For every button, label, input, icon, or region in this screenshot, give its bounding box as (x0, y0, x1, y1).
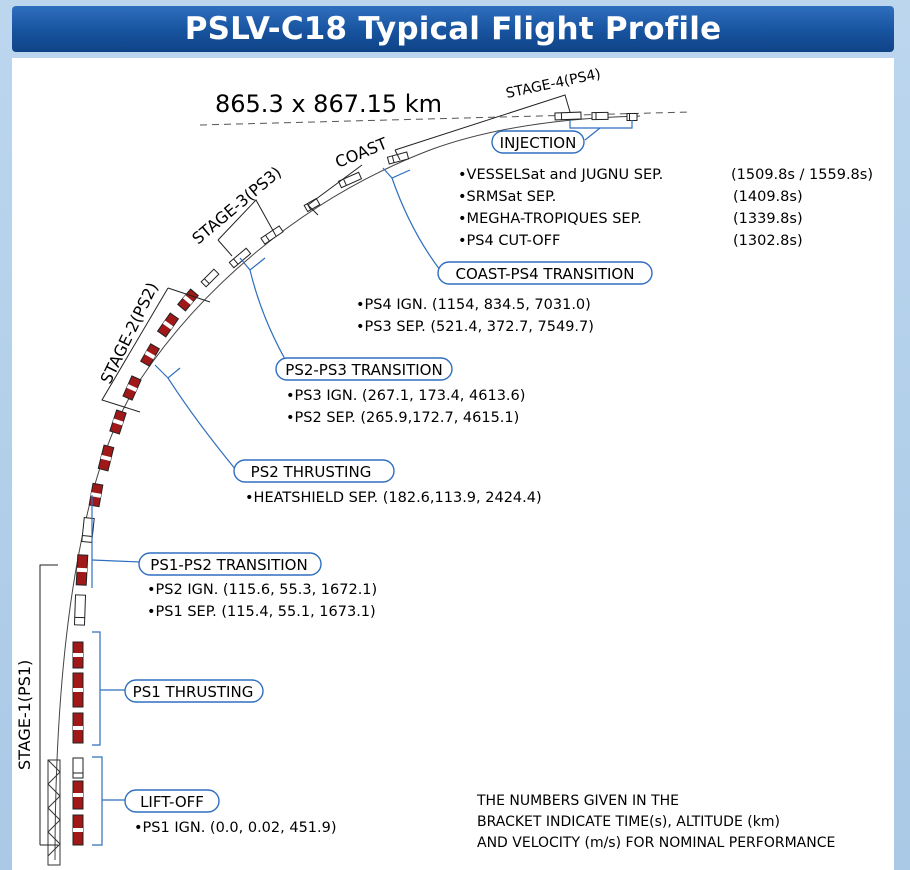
rocket-segment (97, 444, 115, 472)
ps2-ps3-item-1: •PS3 IGN. (267.1, 173.4, 4613.6) (286, 388, 525, 404)
ps1-thrusting-label: PS1 THRUSTING (133, 683, 254, 701)
rocket-segment (177, 288, 199, 312)
trajectory-path (54, 115, 641, 861)
rocket-segment (72, 641, 84, 669)
injection-label: INJECTION (500, 134, 577, 152)
callout-coast-ps4: COAST-PS4 TRANSITION •PS4 IGN. (1154, 83… (356, 261, 653, 335)
rocket-segment (73, 594, 87, 626)
stage1-bracket (39, 564, 58, 846)
rocket-segment (75, 554, 89, 586)
rocket-segment (72, 757, 84, 779)
liftoff-item-1: •PS1 IGN. (0.0, 0.02, 451.9) (134, 820, 337, 836)
coast-bracket (307, 164, 363, 216)
ps2-ps3-label: PS2-PS3 TRANSITION (285, 361, 442, 379)
coast-ps4-item-1: •PS4 IGN. (1154, 834.5, 7031.0) (356, 297, 591, 313)
injection-item-4: •PS4 CUT-OFF (458, 233, 560, 249)
injection-value-4: (1302.8s) (733, 233, 803, 249)
liftoff-label: LIFT-OFF (140, 793, 204, 811)
injection-item-1: •VESSELSat and JUGNU SEP. (458, 167, 663, 183)
stage3-bracket (217, 199, 277, 257)
rocket-segment (156, 312, 180, 338)
note-line-2: BRACKET INDICATE TIME(s), ALTITUDE (km) (477, 814, 780, 830)
rocket-segment (72, 712, 84, 744)
ps2-thrusting-label: PS2 THRUSTING (251, 463, 372, 481)
coast-ps4-item-2: •PS3 SEP. (521.4, 372.7, 7549.7) (356, 319, 594, 335)
page-title: PSLV-C18 Typical Flight Profile (184, 11, 722, 47)
rocket-segment (591, 111, 609, 121)
stage4-label: STAGE-4(PS4) (505, 66, 603, 102)
injection-item-2: •SRMSat SEP. (458, 189, 556, 205)
callout-lines (91, 120, 633, 846)
rocket-segment (88, 482, 104, 508)
coast-ps4-label: COAST-PS4 TRANSITION (456, 265, 635, 283)
footnote: THE NUMBERS GIVEN IN THE BRACKET INDICAT… (476, 793, 835, 851)
callout-ps1-ps2: PS1-PS2 TRANSITION •PS2 IGN. (115.6, 55.… (138, 552, 377, 620)
diagram-panel (12, 58, 894, 870)
note-line-1: THE NUMBERS GIVEN IN THE (476, 793, 679, 809)
rocket-segment (81, 516, 95, 544)
rocket-segment (72, 814, 84, 846)
rocket-segment (109, 409, 127, 435)
rocket-segment (122, 375, 142, 401)
stage2-label: STAGE-2(PS2) (97, 279, 162, 386)
callout-ps1-thrusting: PS1 THRUSTING (124, 679, 264, 703)
injection-value-3: (1339.8s) (733, 211, 803, 227)
stage2-bracket (101, 287, 211, 413)
rocket-segment (337, 171, 363, 189)
ps2-thrusting-item-1: •HEATSHIELD SEP. (182.6,113.9, 2424.4) (245, 490, 542, 506)
stage1-label: STAGE-1(PS1) (15, 660, 34, 770)
ps1-ps2-item-1: •PS2 IGN. (115.6, 55.3, 1672.1) (147, 582, 377, 598)
injection-item-3: •MEGHA-TROPIQUES SEP. (458, 211, 642, 227)
note-line-3: AND VELOCITY (m/s) FOR NOMINAL PERFORMAN… (477, 835, 835, 851)
launch-tower (47, 759, 61, 866)
rocket-segment (626, 113, 638, 121)
rocket-train (72, 111, 638, 846)
rocket-segment (554, 111, 582, 121)
callout-ps2-thrusting: PS2 THRUSTING •HEATSHIELD SEP. (182.6,11… (233, 459, 542, 506)
ps1-ps2-item-2: •PS1 SEP. (115.4, 55.1, 1673.1) (147, 604, 376, 620)
injection-items: •VESSELSat and JUGNU SEP. (1509.8s / 155… (458, 167, 873, 249)
ps2-ps3-item-2: •PS2 SEP. (265.9,172.7, 4615.1) (286, 410, 519, 426)
rocket-segment (72, 780, 84, 810)
callout-liftoff: LIFT-OFF •PS1 IGN. (0.0, 0.02, 451.9) (124, 789, 337, 836)
injection-value-1: (1509.8s / 1559.8s) (731, 167, 873, 183)
orbit-label: 865.3 x 867.15 km (215, 90, 442, 118)
injection-value-2: (1409.8s) (733, 189, 803, 205)
callout-ps2-ps3: PS2-PS3 TRANSITION •PS3 IGN. (267.1, 173… (275, 357, 525, 426)
stage4-bracket (394, 94, 571, 161)
callout-injection: INJECTION (491, 130, 585, 154)
rocket-segment (139, 343, 161, 367)
rocket-segment (200, 268, 220, 288)
rocket-segment (260, 225, 284, 245)
title-bar: PSLV-C18 Typical Flight Profile (12, 6, 894, 52)
rocket-segment (72, 672, 84, 708)
ps1-ps2-label: PS1-PS2 TRANSITION (150, 556, 307, 574)
rocket-segment (386, 151, 410, 165)
